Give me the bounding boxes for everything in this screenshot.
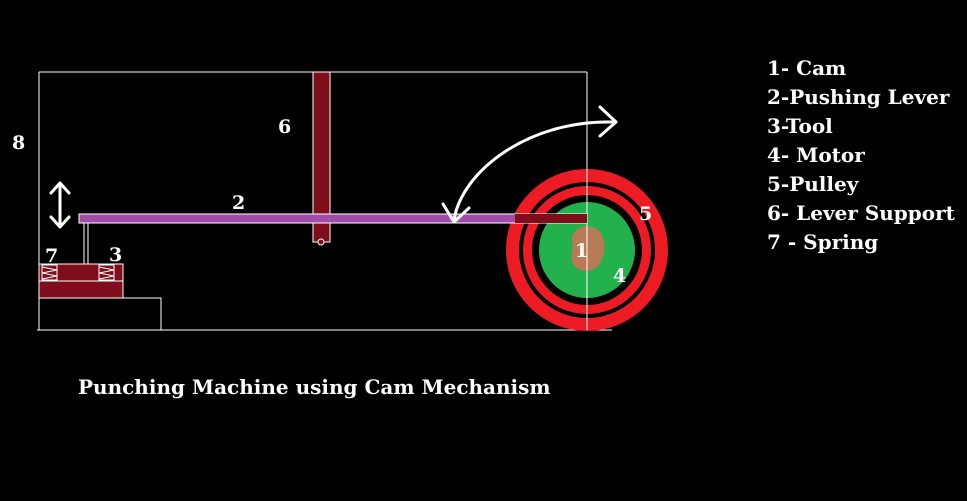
legend-item-lever-support: 6- Lever Support	[767, 201, 955, 225]
spring	[41, 264, 58, 281]
label-5: 5	[639, 203, 653, 225]
workpiece-block	[38, 280, 124, 299]
rotation-arrow	[441, 105, 618, 224]
cam	[571, 226, 605, 271]
legend-item-motor: 4- Motor	[767, 143, 865, 167]
legend-item-cam: 1- Cam	[767, 56, 847, 80]
legend-item-tool: 3-Tool	[767, 114, 833, 138]
legend-item-spring: 7 - Spring	[767, 230, 879, 254]
tool-spring	[98, 264, 115, 281]
label-4: 4	[613, 265, 627, 287]
label-2: 2	[232, 192, 246, 214]
label-1: 1	[575, 240, 589, 262]
legend: 1- Cam 2-Pushing Lever 3-Tool 4- Motor 5…	[767, 54, 955, 257]
legend-item-pulley: 5-Pulley	[767, 172, 859, 196]
diagram-caption: Punching Machine using Cam Mechanism	[78, 375, 551, 399]
lever-pivot	[317, 238, 325, 246]
lever-cam-contact	[515, 214, 587, 223]
legend-item-pushing-lever: 2-Pushing Lever	[767, 85, 950, 109]
label-7: 7	[45, 245, 59, 267]
tool-holder-block	[38, 263, 124, 282]
vertical-motion-arrow	[49, 181, 71, 229]
label-3: 3	[109, 244, 123, 266]
label-6: 6	[278, 116, 292, 138]
label-8: 8	[12, 132, 26, 154]
base-block	[38, 297, 162, 331]
tool-rod	[83, 223, 89, 264]
pushing-lever	[78, 213, 588, 224]
